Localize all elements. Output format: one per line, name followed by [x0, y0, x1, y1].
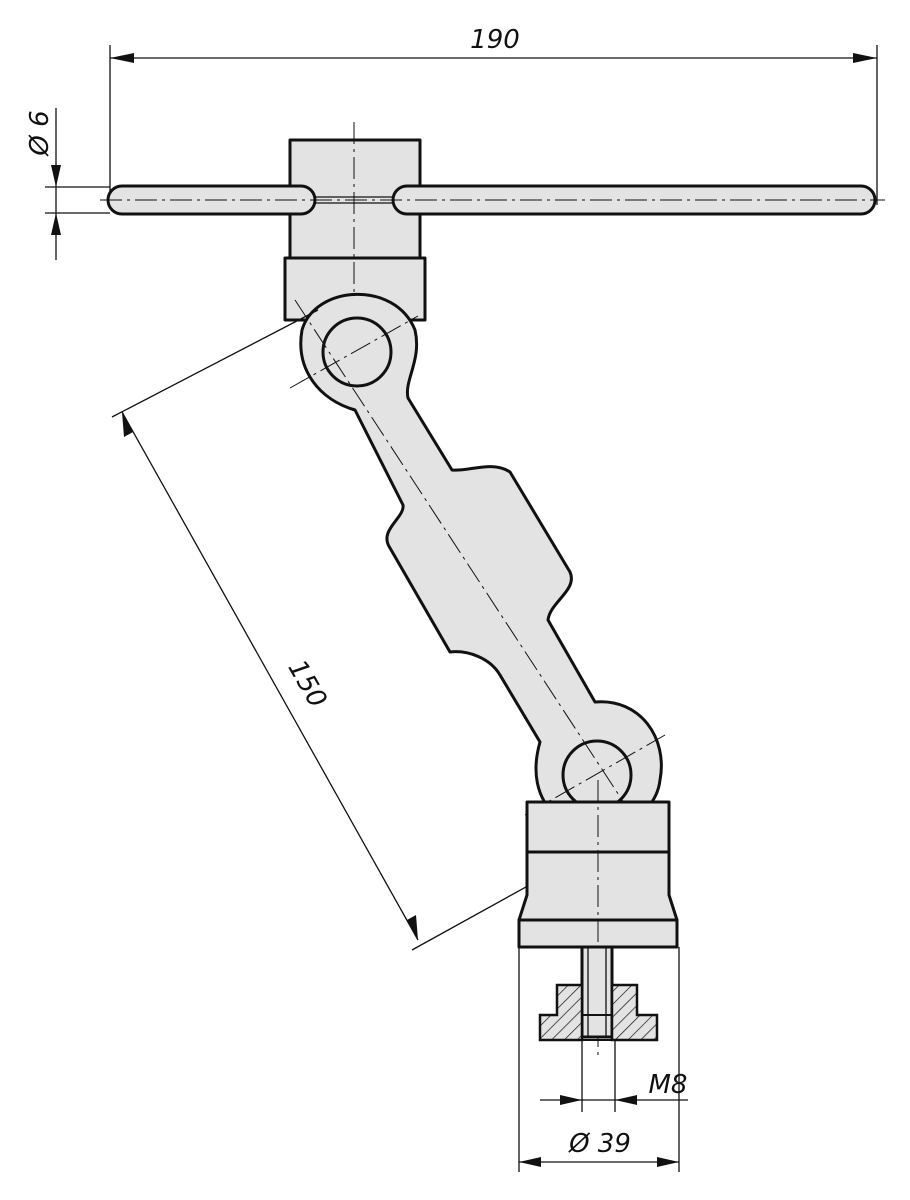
arm-length-label: 150 — [282, 655, 333, 713]
upper-pivot-hole — [321, 316, 393, 388]
thread-label: M8 — [649, 1070, 688, 1100]
lower-base — [517, 780, 679, 1058]
rod-diameter-label: Ø 6 — [25, 110, 55, 156]
handle-rod — [100, 122, 885, 300]
swivel-arm — [289, 292, 666, 836]
base-diameter-dimension: Ø 39 — [518, 947, 680, 1172]
thread-dimension: M8 — [540, 1040, 688, 1112]
base-diameter-label: Ø 39 — [568, 1129, 631, 1159]
rod-diameter-dimension: Ø 6 — [25, 108, 110, 260]
width-dimension-label: 190 — [470, 25, 520, 55]
width-dimension: 190 — [109, 25, 878, 205]
threaded-foot — [538, 945, 659, 1042]
